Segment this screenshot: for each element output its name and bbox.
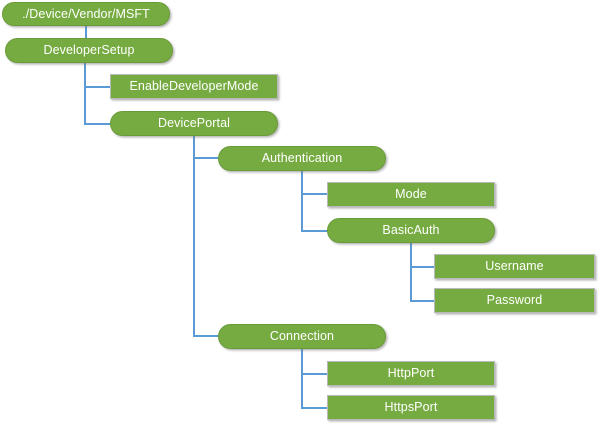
node-httpport[interactable]: HttpPort	[327, 361, 495, 386]
node-deviceportal[interactable]: DevicePortal	[110, 111, 278, 136]
node-label-root: ./Device/Vendor/MSFT	[22, 6, 150, 21]
node-username[interactable]: Username	[434, 254, 595, 279]
connector-deviceportal-trunk	[193, 135, 219, 337]
node-password[interactable]: Password	[434, 288, 595, 313]
connector-connection-trunk	[301, 348, 328, 409]
connector-basicauth-trunk	[410, 242, 435, 302]
node-label-httpsport: HttpsPort	[384, 400, 438, 415]
node-label-basicauth: BasicAuth	[382, 223, 440, 238]
node-mode[interactable]: Mode	[327, 182, 495, 207]
node-label-authentication: Authentication	[261, 151, 343, 166]
node-label-username: Username	[485, 259, 544, 274]
node-label-mode: Mode	[395, 187, 427, 202]
node-connection[interactable]: Connection	[218, 324, 386, 349]
node-label-connection: Connection	[269, 329, 335, 344]
node-enabledevelopermode[interactable]: EnableDeveloperMode	[110, 74, 278, 99]
node-label-password: Password	[486, 293, 543, 308]
node-label-developersetup: DeveloperSetup	[43, 43, 135, 58]
node-root[interactable]: ./Device/Vendor/MSFT	[2, 2, 170, 26]
connector-authentication-trunk	[301, 170, 328, 232]
node-httpsport[interactable]: HttpsPort	[327, 395, 495, 420]
node-label-httpport: HttpPort	[387, 366, 435, 381]
connector-developersetup-trunk	[84, 62, 111, 125]
node-label-deviceportal: DevicePortal	[157, 116, 231, 131]
node-label-enabledevelopermode: EnableDeveloperMode	[129, 79, 259, 94]
node-authentication[interactable]: Authentication	[218, 146, 386, 171]
node-basicauth[interactable]: BasicAuth	[327, 218, 495, 243]
node-developersetup[interactable]: DeveloperSetup	[5, 38, 173, 63]
